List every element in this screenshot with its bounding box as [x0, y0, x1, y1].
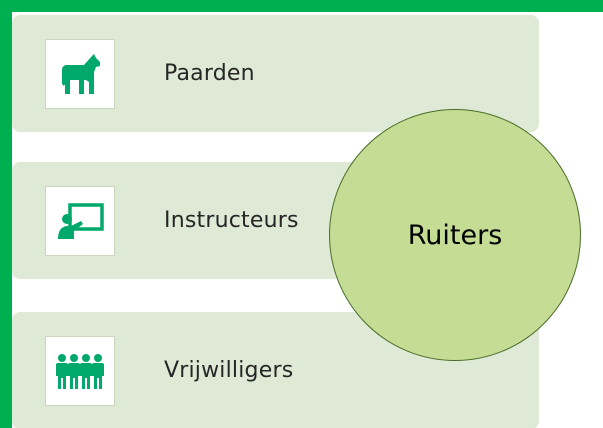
row-label-vrijwilligers: Vrijwilligers — [164, 358, 294, 383]
presenter-icon-graphic — [58, 203, 104, 239]
people-group-icon-graphic — [56, 354, 104, 389]
horse-icon-graphic — [62, 54, 100, 94]
ruiters-circle: Ruiters — [329, 109, 581, 361]
ruiters-label: Ruiters — [407, 219, 503, 251]
row-paarden: Paarden — [12, 15, 539, 132]
diagram-canvas: Paarden Instructeurs — [12, 12, 603, 428]
row-label-paarden: Paarden — [164, 61, 255, 86]
people-group-icon — [45, 336, 115, 406]
horse-icon — [45, 39, 115, 109]
presenter-icon — [45, 186, 115, 256]
row-label-instructeurs: Instructeurs — [164, 208, 299, 233]
